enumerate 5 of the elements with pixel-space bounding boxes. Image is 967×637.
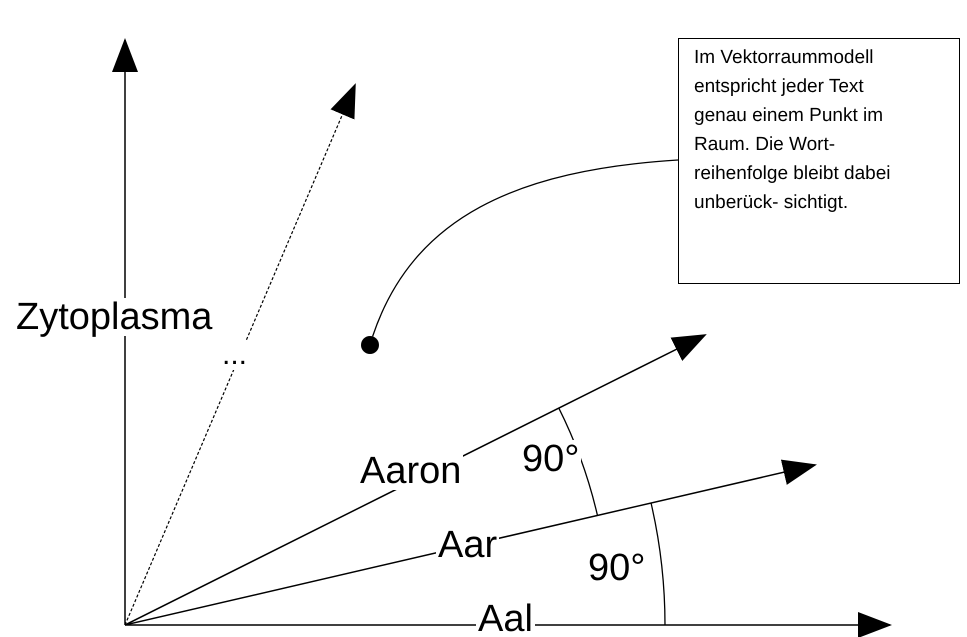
leader-line: [372, 159, 678, 337]
axis-label: Zytoplasma: [14, 298, 214, 336]
vector-label: Aaron: [358, 452, 464, 490]
note-text: Im Vektorraummodell entspricht jeder Text genau einem Punkt im Raum. Die Wort- reihenfolge bleibt dabei unberück- sichtigt.: [694, 46, 892, 215]
note-box: [678, 38, 960, 284]
